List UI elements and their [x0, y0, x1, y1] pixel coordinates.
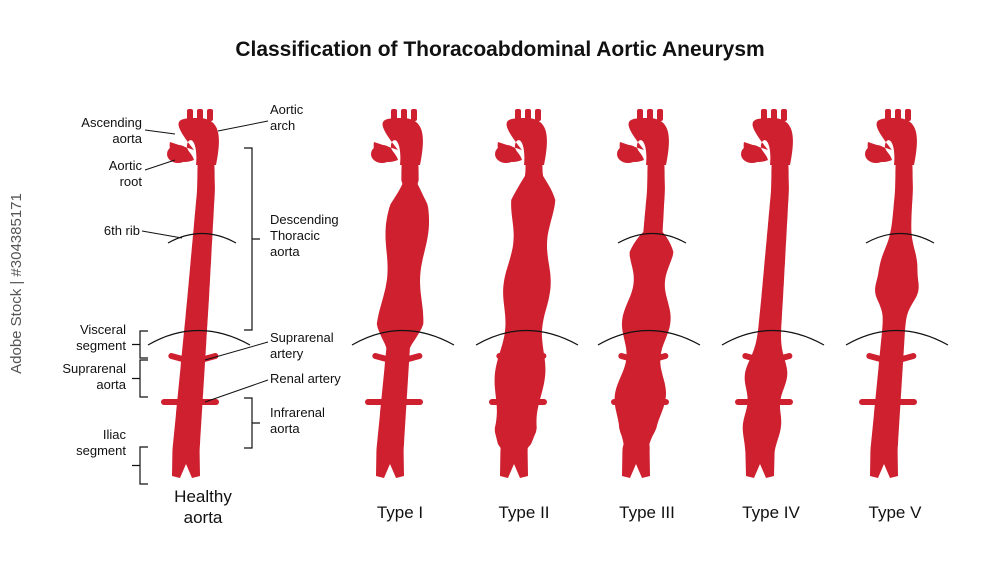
label-renal-artery: Renal artery: [270, 371, 341, 386]
aorta-0-branch-1: [187, 109, 193, 121]
aorta-2-root: [495, 145, 517, 163]
label-visceral-segment: Visceral segment: [76, 322, 126, 353]
aorta-3-visceral-branch: [618, 353, 669, 366]
label-infrarenal-aorta: Infrarenal aorta: [270, 405, 325, 436]
aorta-0-body: [172, 140, 215, 478]
aorta-0-diaphragm-arc: [147, 330, 251, 346]
bracket-infrarenal-aorta: [244, 397, 260, 449]
aorta-0-visceral-branch: [168, 353, 219, 366]
label-iliac-segment: Iliac segment: [76, 427, 126, 458]
label-suprarenal-aorta: Suprarenal aorta: [62, 361, 126, 392]
leader-aortic-arch: [217, 120, 269, 132]
label-aortic-arch: Aortic arch: [270, 102, 304, 133]
aorta-1-branch-2: [401, 109, 407, 121]
label-descending-thoracic-aorta: Descending Thoracic aorta: [270, 212, 339, 259]
aorta-5-branch-3: [905, 109, 911, 121]
label-type-5: Type V: [868, 503, 922, 522]
watermark-text: Adobe Stock | #304385171: [7, 192, 25, 374]
aorta-2-branch-1: [515, 109, 521, 121]
aorta-4-visceral-branch: [742, 353, 793, 366]
aorta-2-visceral-branch: [496, 353, 547, 366]
bracket-visceral-segment: [132, 330, 148, 359]
aorta-3-body: [614, 140, 674, 478]
aorta-2-branch-3: [535, 109, 541, 121]
aorta-4-branch-2: [771, 109, 777, 121]
leader-aortic-root: [144, 159, 176, 171]
aorta-5-visceral-branch: [866, 353, 917, 366]
aorta-4-branch-3: [781, 109, 787, 121]
aorta-1-root: [371, 145, 393, 163]
leader-suprarenal-artery: [204, 341, 269, 361]
aorta-3-branch-1: [637, 109, 643, 121]
label-type-1: Type I: [376, 503, 424, 522]
aorta-4-root: [741, 145, 763, 163]
aorta-5-branch-2: [895, 109, 901, 121]
aorta-5-rib-arc: [865, 233, 935, 244]
leader-6th-rib: [141, 230, 183, 239]
aorta-1-visceral-branch: [372, 353, 423, 366]
aorta-0-rib-arc: [167, 233, 237, 244]
aorta-3-branch-3: [657, 109, 663, 121]
label-ascending-aorta: Ascending aorta: [81, 115, 142, 146]
bracket-iliac-segment: [132, 446, 148, 485]
label-6th-rib: 6th rib: [103, 223, 140, 238]
label-type-3: Type III: [619, 503, 675, 522]
bracket-descending-thoracic-aorta: [244, 147, 260, 331]
aorta-0-branch-2: [197, 109, 203, 121]
aorta-1-diaphragm-arc: [351, 330, 455, 346]
label-type-2: Type II: [498, 503, 550, 522]
aorta-5-branch-1: [885, 109, 891, 121]
aorta-2-branch-2: [525, 109, 531, 121]
aorta-1-branch-1: [391, 109, 397, 121]
aorta-5-diaphragm-arc: [845, 330, 949, 346]
aorta-5-root: [865, 145, 887, 163]
aorta-3-branch-2: [647, 109, 653, 121]
leader-ascending-aorta: [144, 129, 176, 135]
aorta-0-root: [167, 145, 189, 163]
label-suprarenal-artery: Suprarenal artery: [270, 330, 334, 361]
aorta-0-branch-3: [207, 109, 213, 121]
aorta-3-diaphragm-arc: [597, 330, 701, 346]
leader-renal-artery: [204, 379, 269, 403]
aorta-5-body: [870, 140, 919, 478]
label-healthy-aorta: Healthy aorta: [174, 487, 232, 527]
aorta-3-root: [617, 145, 639, 163]
label-aortic-root: Aortic root: [108, 158, 142, 189]
stock-watermark: Adobe Stock | #304385171: [6, 0, 26, 566]
aorta-2-body: [494, 140, 556, 478]
aorta-1-branch-3: [411, 109, 417, 121]
aorta-3-rib-arc: [617, 233, 687, 244]
bracket-suprarenal-aorta: [132, 359, 148, 398]
aorta-2-diaphragm-arc: [475, 330, 579, 346]
label-type-4: Type IV: [742, 503, 800, 522]
aorta-4-branch-1: [761, 109, 767, 121]
aorta-4-body: [742, 140, 789, 478]
page-title: Classification of Thoracoabdominal Aorti…: [235, 38, 765, 61]
aorta-1-body: [376, 140, 429, 478]
aorta-4-diaphragm-arc: [721, 330, 825, 346]
